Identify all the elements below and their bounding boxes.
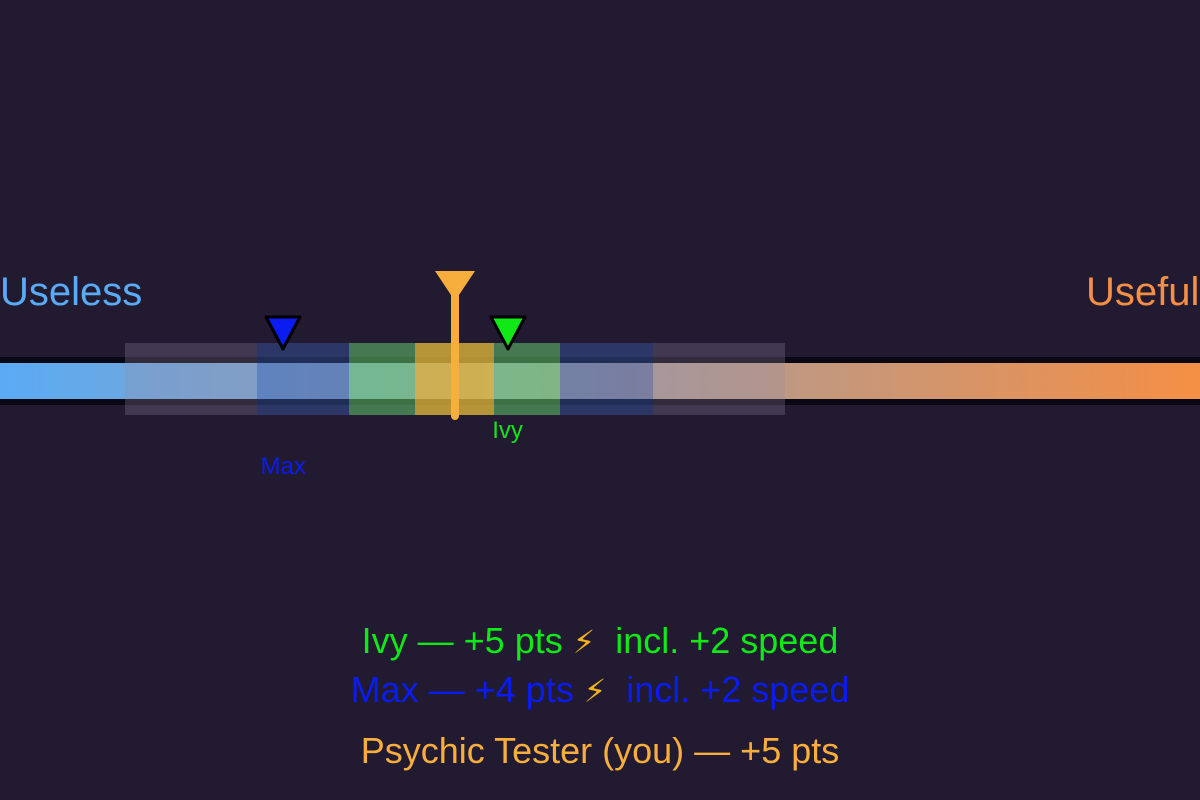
- target-needle-triangle: [434, 271, 475, 301]
- result-line-ivy: Ivy — +5 pts ⚡ incl. +2 speed: [0, 617, 1200, 666]
- guess-marker-triangle: [264, 315, 302, 351]
- guess-label-max: Max: [260, 453, 306, 480]
- spectrum-left-label: Useless: [0, 270, 143, 314]
- psychic-result: Psychic Tester (you) — +5 pts: [360, 730, 840, 771]
- target-needle-head: [434, 271, 475, 301]
- scoring-zone-close: [349, 343, 416, 415]
- guess-marker-max: [264, 315, 302, 351]
- scoring-zone-outer: [652, 343, 785, 415]
- result-score-text: Max — +4 pts: [350, 669, 584, 710]
- scoring-zone-outer: [124, 343, 257, 415]
- guess-marker-ivy: [489, 315, 527, 351]
- scoring-zone-close: [494, 343, 561, 415]
- speed-bonus-text: incl. +2 speed: [606, 669, 850, 710]
- scoring-zone-inner: [256, 343, 350, 415]
- guess-label-ivy: Ivy: [492, 417, 523, 444]
- scoring-zones: [0, 343, 1200, 415]
- target-needle: [450, 292, 459, 420]
- speed-bonus-text: incl. +2 speed: [595, 620, 839, 661]
- lightning-bolt-icon: ⚡: [572, 624, 596, 660]
- spectrum-track: [0, 363, 1200, 399]
- scoring-zone-inner: [560, 343, 653, 415]
- result-score-text: Ivy — +5 pts: [361, 620, 573, 661]
- spectrum-right-label: Useful: [1086, 270, 1200, 314]
- lightning-bolt-icon: ⚡: [583, 673, 607, 709]
- result-line-max: Max — +4 pts ⚡ incl. +2 speed: [0, 666, 1200, 715]
- guess-marker-triangle: [489, 315, 527, 351]
